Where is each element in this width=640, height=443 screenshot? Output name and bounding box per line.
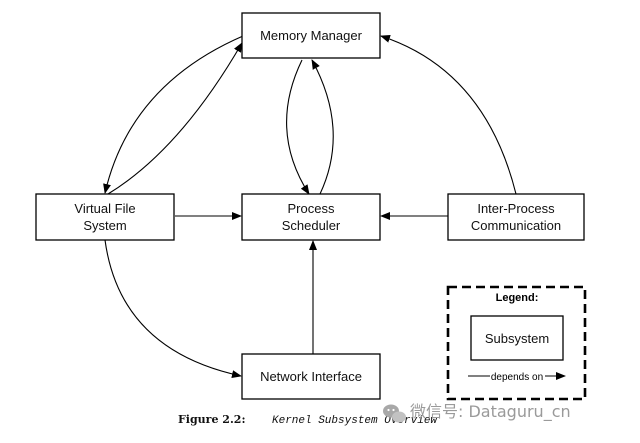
node-ipc-label-line2: Communication <box>471 218 561 233</box>
node-network-interface: Network Interface <box>241 353 381 400</box>
watermark-text: 微信号: Dataguru_cn <box>410 402 571 422</box>
edge-memory-manager-to-process-scheduler <box>286 59 310 195</box>
legend-subsystem-box <box>470 315 564 361</box>
edge-vfs-to-network-interface <box>104 239 242 379</box>
legend-title: Legend: <box>496 292 539 304</box>
node-inter-process-communication: Inter-Process Communication <box>447 193 585 241</box>
node-virtual-file-system: Virtual File System <box>35 193 175 241</box>
wechat-icon <box>383 404 406 423</box>
node-process-scheduler-label-line2: Scheduler <box>282 218 341 233</box>
node-memory-manager: Memory Manager <box>241 12 381 59</box>
node-memory-manager-label: Memory Manager <box>260 28 363 43</box>
node-virtual-file-system-label-line2: System <box>83 218 126 233</box>
legend: Legend: Subsystem depends on <box>446 285 587 401</box>
watermark: 微信号: Dataguru_cn <box>383 402 571 423</box>
dependency-edges <box>103 34 517 379</box>
node-ipc-label-line1: Inter-Process <box>477 201 555 216</box>
edge-vfs-to-memory-manager <box>107 42 243 195</box>
edge-ipc-to-memory-manager <box>380 34 517 195</box>
node-process-scheduler-label-line1: Process <box>288 201 335 216</box>
edge-process-scheduler-to-memory-manager <box>311 59 334 195</box>
caption-label: Figure 2.2: <box>178 413 246 426</box>
legend-subsystem-label: Subsystem <box>485 331 549 346</box>
edge-memory-manager-to-vfs <box>103 35 244 194</box>
node-process-scheduler: Process Scheduler <box>241 193 381 241</box>
node-network-interface-label: Network Interface <box>260 369 362 384</box>
node-virtual-file-system-label-line1: Virtual File <box>74 201 135 216</box>
legend-depends-on-label: depends on <box>491 372 543 383</box>
